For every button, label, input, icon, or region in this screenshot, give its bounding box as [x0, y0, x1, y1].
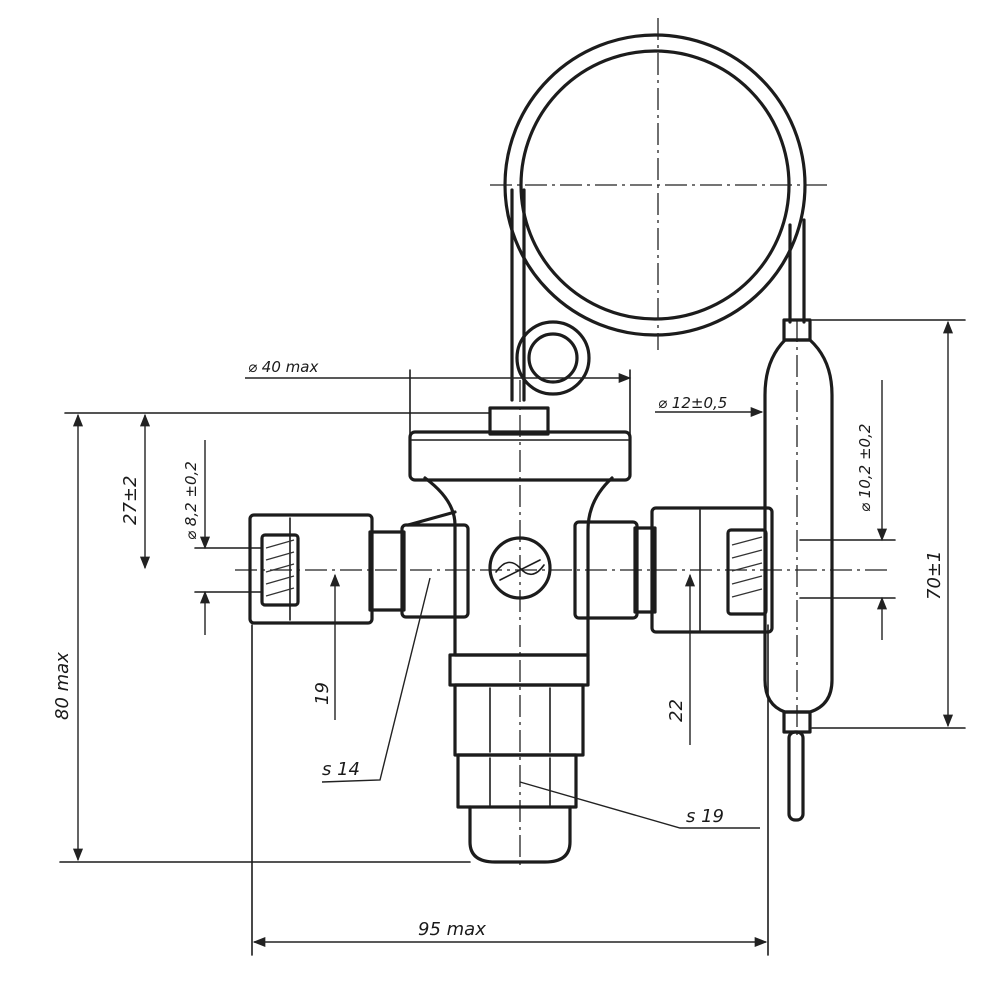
valve-body [408, 406, 632, 864]
label-width-total: 95 max [418, 919, 486, 940]
dimension-lines [59, 319, 966, 956]
label-wrench-bottom: s 19 [686, 806, 724, 827]
centerlines [235, 18, 890, 870]
label-wrench-left: s 14 [322, 759, 360, 780]
capillary-coil [503, 33, 807, 402]
label-tube-diameter: ⌀ 12±0,5 [658, 394, 727, 412]
label-left-offset: 19 [312, 682, 333, 705]
label-bulb-diameter: ⌀ 40 max [248, 358, 318, 376]
label-height-total: 80 max [52, 652, 73, 720]
label-bulb-inner-diameter: ⌀ 10,2 ±0,2 [856, 424, 874, 512]
sensing-bulb [763, 318, 834, 822]
capillary-loop [515, 320, 591, 396]
label-height-upper: 27±2 [120, 476, 141, 525]
label-inlet-diameter: ⌀ 8,2 ±0,2 [182, 461, 200, 540]
label-bulb-length: 70±1 [924, 551, 945, 600]
left-inlet-fitting [248, 510, 470, 625]
label-right-offset: 22 [666, 699, 687, 722]
